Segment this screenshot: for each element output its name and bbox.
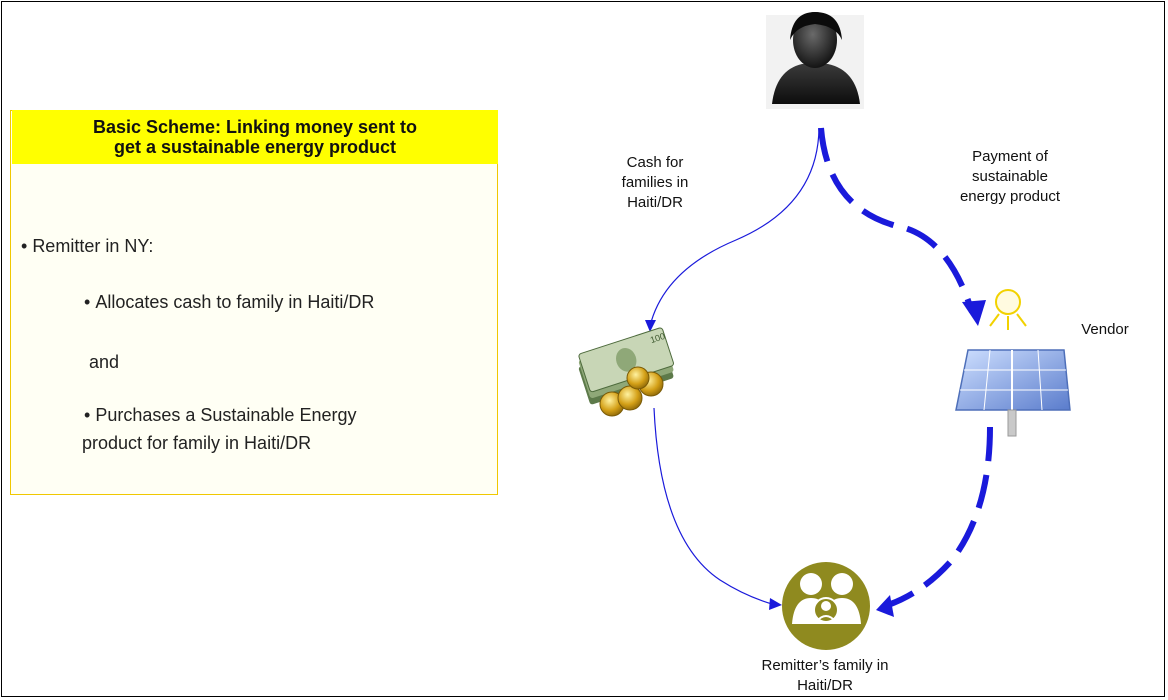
family-label-line-1: Remitter’s family in	[761, 657, 889, 674]
cash-flow-line	[649, 127, 820, 327]
scheme-card	[10, 110, 498, 495]
family-group-icon	[782, 562, 870, 650]
bullet-remitter-text: Remitter in NY:	[32, 236, 154, 256]
cash-label-line-3: Haiti/DR	[627, 194, 683, 211]
cash-to-family-arrowhead	[769, 598, 782, 610]
solar-panel-icon	[955, 349, 1071, 437]
vendor-to-family-arrowhead	[876, 595, 894, 617]
bullet-remitter: • Remitter in NY:	[21, 236, 153, 257]
payment-label-line-3: energy product	[959, 188, 1061, 205]
bullet-dot: •	[84, 292, 96, 312]
scheme-title: Basic Scheme: Linking money sent to get …	[12, 110, 498, 164]
cash-label: Cash for families in Haiti/DR	[600, 153, 710, 213]
scheme-title-line-2: get a sustainable energy product	[113, 137, 397, 157]
money-stack-icon: 100	[578, 327, 674, 417]
scheme-title-line-1: Basic Scheme: Linking money sent to	[92, 117, 418, 137]
sun-icon	[989, 289, 1027, 330]
payment-flow-arrowhead	[962, 300, 986, 326]
cash-to-family-line	[653, 407, 773, 605]
bullet-dot: •	[21, 236, 33, 256]
family-label: Remitter’s family in Haiti/DR	[720, 656, 930, 696]
payment-label-line-2: sustainable	[972, 168, 1048, 185]
cash-label-line-1: Cash for	[626, 154, 684, 171]
person-silhouette-icon	[766, 12, 864, 109]
vendor-label: Vendor	[1081, 321, 1129, 338]
svg-text:100: 100	[649, 331, 666, 345]
vendor-to-family-line	[884, 426, 993, 609]
bullet-dot: •	[84, 405, 96, 425]
bullet-purchases-text-2: product for family in Haiti/DR	[82, 433, 312, 453]
payment-label-line-1: Payment of	[972, 148, 1048, 165]
bullet-purchases: • Purchases a Sustainable Energy	[84, 405, 356, 426]
cash-flow-arrowhead	[645, 320, 656, 332]
cash-label-line-2: families in	[621, 174, 689, 191]
family-label-line-2: Haiti/DR	[797, 677, 853, 694]
bullet-purchases-text-1: Purchases a Sustainable Energy	[95, 405, 357, 425]
payment-label: Payment of sustainable energy product	[935, 147, 1085, 207]
bullet-allocates-text: Allocates cash to family in Haiti/DR	[95, 292, 375, 312]
bullet-allocates: • Allocates cash to family in Haiti/DR	[84, 292, 374, 313]
and-text: and	[89, 352, 120, 372]
payment-flow-line	[818, 127, 975, 313]
